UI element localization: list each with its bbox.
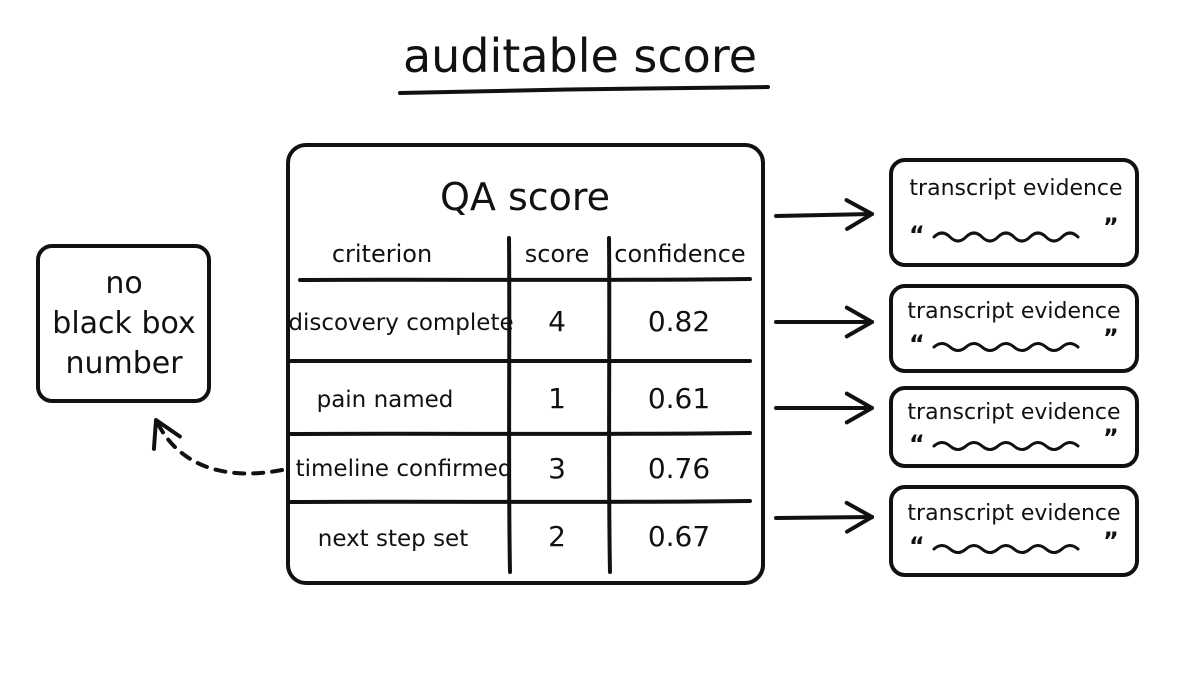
row-divider-3 xyxy=(288,499,752,504)
open-quote: “ xyxy=(909,430,925,458)
row-3-score: 3 xyxy=(548,452,566,485)
row-1-score: 4 xyxy=(548,305,566,338)
row-4-confidence: 0.67 xyxy=(648,520,710,553)
row-2-score: 1 xyxy=(548,382,566,415)
close-quote: ” xyxy=(1103,527,1119,555)
row-1-confidence: 0.82 xyxy=(648,305,710,338)
evidence-card-frame xyxy=(889,485,1139,577)
side-note: no black box number xyxy=(36,244,211,403)
side-note-line-3: number xyxy=(65,346,183,381)
evidence-card-frame xyxy=(889,284,1139,373)
evidence-card-3: transcript evidence “ ” xyxy=(889,386,1139,468)
diagram-title: auditable score xyxy=(403,29,757,83)
open-quote: “ xyxy=(909,330,925,358)
column-header-criterion: criterion xyxy=(332,240,432,268)
evidence-card-4: transcript evidence “ ” xyxy=(889,485,1139,577)
row-3-criterion: timeline confirmed xyxy=(296,456,513,482)
squiggle-line xyxy=(932,544,1080,554)
evidence-card-frame xyxy=(889,158,1139,267)
evidence-card-2: transcript evidence “ ” xyxy=(889,284,1139,373)
evidence-card-frame xyxy=(889,386,1139,468)
column-divider-2 xyxy=(607,236,612,574)
squiggle-line xyxy=(932,231,1080,243)
open-quote: “ xyxy=(909,532,925,560)
row-1-criterion: discovery complete xyxy=(288,310,513,336)
evidence-card-1: transcript evidence “ ” xyxy=(889,158,1139,267)
row-divider-2 xyxy=(288,431,752,436)
side-note-line-1: no xyxy=(105,266,142,301)
close-quote: ” xyxy=(1103,324,1119,352)
qa-score-card: QA score criterion score confidence disc… xyxy=(286,143,765,585)
squiggle-line xyxy=(932,441,1080,451)
open-quote: “ xyxy=(909,221,925,249)
arrow-to-evidence-4 xyxy=(774,500,874,534)
row-3-confidence: 0.76 xyxy=(648,452,710,485)
squiggle-line xyxy=(932,342,1080,352)
row-2-criterion: pain named xyxy=(317,387,454,413)
row-divider-1 xyxy=(288,358,752,364)
column-divider-1 xyxy=(507,236,512,574)
close-quote: ” xyxy=(1103,424,1119,452)
row-4-score: 2 xyxy=(548,520,566,553)
evidence-card-label: transcript evidence xyxy=(907,501,1120,526)
column-header-confidence: confidence xyxy=(614,240,745,268)
row-2-confidence: 0.61 xyxy=(648,382,710,415)
close-quote: ” xyxy=(1103,213,1119,241)
qa-card-heading: QA score xyxy=(440,175,610,219)
evidence-card-label: transcript evidence xyxy=(907,299,1120,324)
table-header-divider xyxy=(298,277,752,282)
row-4-criterion: next step set xyxy=(318,526,468,552)
evidence-card-label: transcript evidence xyxy=(907,400,1120,425)
column-header-score: score xyxy=(525,240,590,268)
side-note-line-2: black box xyxy=(52,306,195,341)
evidence-card-label: transcript evidence xyxy=(909,176,1122,201)
dashed-arrow-to-side-note xyxy=(151,418,284,476)
side-note-frame xyxy=(36,244,211,403)
title-underline xyxy=(398,85,770,95)
qa-card-frame xyxy=(286,143,765,585)
arrow-to-evidence-1 xyxy=(774,198,874,231)
